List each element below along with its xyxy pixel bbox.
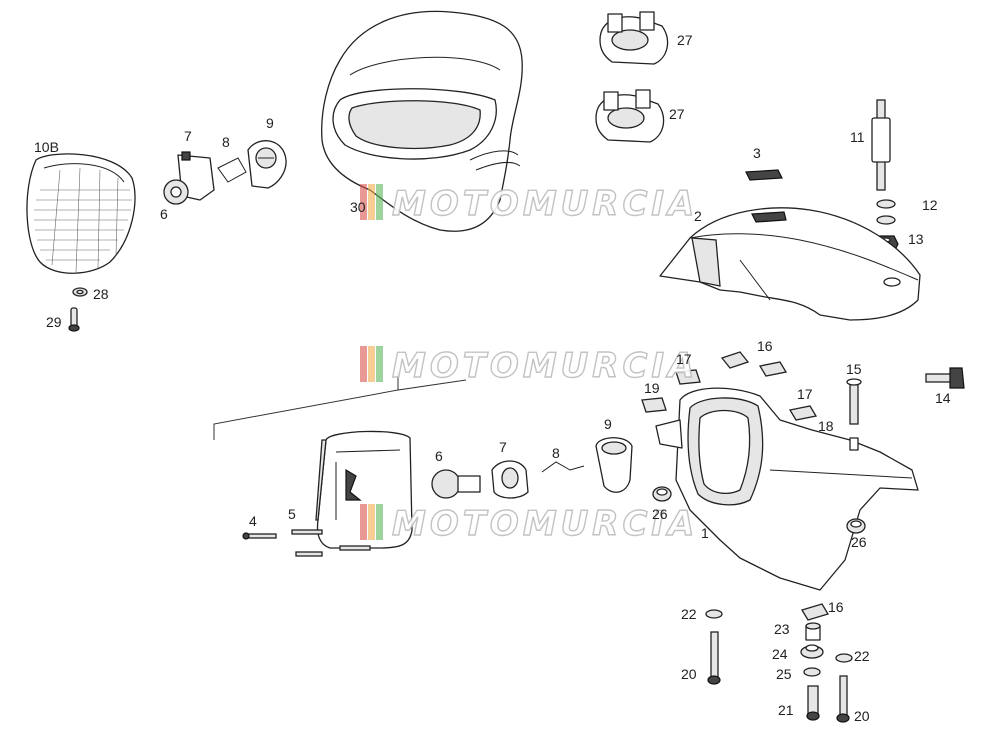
- part-9-cover-top: [247, 140, 287, 189]
- part-16-clip-c: [801, 603, 829, 621]
- svg-text:MOTOMURCIA: MOTOMURCIA: [392, 346, 698, 386]
- callout-26-right: 26: [851, 534, 867, 550]
- part-24-grommet: [800, 644, 824, 659]
- callout-22-left: 22: [681, 606, 697, 622]
- part-9-cover-lower: [595, 437, 633, 493]
- part-20-screw-right: [836, 675, 850, 723]
- callout-2: 2: [694, 208, 702, 224]
- part-headlight-lower-assembly: [315, 430, 413, 549]
- callout-28: 28: [93, 286, 109, 302]
- part-16-clip-a: [720, 351, 750, 369]
- callout-7-lower: 7: [499, 439, 507, 455]
- callout-29: 29: [46, 314, 62, 330]
- callout-30: 30: [350, 199, 366, 215]
- part-7-bulb-holder-lower: [491, 460, 529, 499]
- part-10b-headlight-lens: [26, 153, 136, 274]
- part-8-clip-lower: [541, 461, 585, 473]
- callout-3: 3: [753, 145, 761, 161]
- watermark-top: MOTOMURCIA: [360, 183, 698, 225]
- callout-20-right: 20: [854, 708, 870, 724]
- callout-19: 19: [644, 380, 660, 396]
- part-22-washer-right: [835, 653, 853, 663]
- part-19-clip: [641, 397, 667, 413]
- callout-5: 5: [288, 506, 296, 522]
- part-6-bulb-lower: [431, 469, 481, 499]
- part-21-bolt: [806, 685, 820, 721]
- callout-25: 25: [776, 666, 792, 682]
- callout-17-b: 17: [797, 386, 813, 402]
- part-11-stud: [871, 99, 891, 191]
- callout-9-lower: 9: [604, 416, 612, 432]
- callout-18: 18: [818, 418, 834, 434]
- callout-9-top: 9: [266, 115, 274, 131]
- watermark-bottom: MOTOMURCIA: [360, 503, 698, 545]
- part-22-washer-left: [705, 609, 723, 619]
- svg-text:MOTOMURCIA: MOTOMURCIA: [392, 504, 698, 544]
- callout-8-lower: 8: [552, 445, 560, 461]
- callout-24: 24: [772, 646, 788, 662]
- callout-12: 12: [922, 197, 938, 213]
- part-16-clip-b: [758, 361, 788, 377]
- callout-1: 1: [701, 525, 709, 541]
- part-14-bolt: [925, 367, 965, 389]
- part-26-grommet-left: [652, 486, 672, 502]
- watermark-middle: MOTOMURCIA: [360, 345, 698, 387]
- callout-22-right: 22: [854, 648, 870, 664]
- part-1-lower-handlebar-cover: [655, 387, 919, 591]
- part-26-grommet-right: [846, 518, 866, 534]
- group-bracket-line: [213, 372, 467, 440]
- callout-7-top: 7: [184, 128, 192, 144]
- callout-15: 15: [846, 361, 862, 377]
- part-23-spacer: [805, 622, 821, 641]
- part-28-washer: [72, 287, 88, 297]
- callout-16-a: 16: [757, 338, 773, 354]
- part-17-clip-a: [675, 369, 701, 385]
- part-20-screw-left: [707, 631, 721, 685]
- part-29-screw: [68, 307, 80, 332]
- callout-27-lower: 27: [669, 106, 685, 122]
- callout-4: 4: [249, 513, 257, 529]
- callout-20-left: 20: [681, 666, 697, 682]
- callout-23: 23: [774, 621, 790, 637]
- callout-10b: 10B: [34, 139, 59, 155]
- callout-21: 21: [778, 702, 794, 718]
- callout-17-a: 17: [676, 351, 692, 367]
- callout-27-upper: 27: [677, 32, 693, 48]
- part-5-screws: [291, 529, 371, 557]
- part-30-front-fairing: [321, 10, 523, 232]
- part-6-bulb-top: [163, 179, 189, 205]
- part-15-screw: [846, 378, 862, 425]
- callout-14: 14: [935, 390, 951, 406]
- part-2-upper-handlebar-cover: [659, 207, 921, 321]
- part-4-screw: [242, 532, 277, 540]
- part-8-clip-top: [217, 157, 247, 183]
- callout-6-top: 6: [160, 206, 168, 222]
- part-17-clip-b: [788, 405, 818, 421]
- part-3-badge: [745, 169, 783, 181]
- callout-11: 11: [850, 129, 865, 145]
- svg-text:MOTOMURCIA: MOTOMURCIA: [392, 184, 698, 224]
- callout-8-top: 8: [222, 134, 230, 150]
- callout-26-left: 26: [652, 506, 668, 522]
- callout-16-b: 16: [828, 599, 844, 615]
- part-25-washer: [803, 667, 821, 677]
- part-27-clamp-upper: [599, 11, 669, 65]
- part-27-clamp-lower: [595, 89, 665, 143]
- callout-6-lower: 6: [435, 448, 443, 464]
- part-12-washers: [876, 199, 896, 225]
- callout-13: 13: [908, 231, 924, 247]
- callout-labels: 10B 7 8 9 6 28 29 30 27 27 3 11 2 12 13 …: [34, 32, 951, 724]
